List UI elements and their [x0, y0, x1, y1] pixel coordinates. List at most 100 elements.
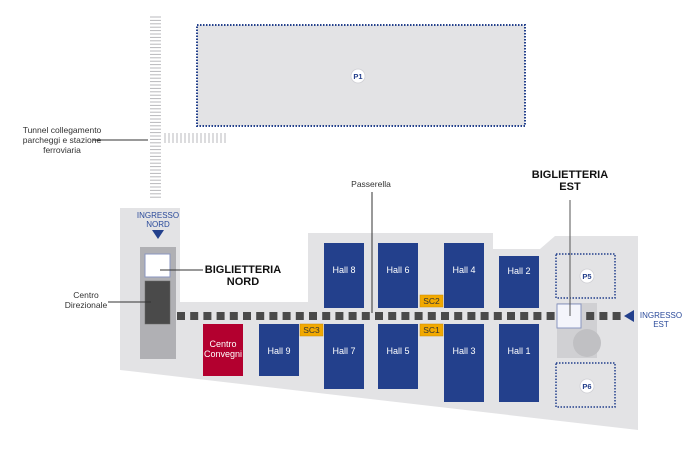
centro-convegni-line1: Centro: [209, 339, 236, 349]
hall-2-block: [499, 256, 539, 308]
sc1-label: SC1: [423, 325, 440, 335]
walkway-segment: [229, 312, 238, 320]
walkway-segment: [375, 312, 383, 320]
hall-3-label: Hall 3: [452, 346, 475, 356]
hall-3-block: [444, 324, 484, 402]
parking-p1[interactable]: P1: [196, 24, 526, 127]
sc2-label: SC2: [423, 296, 440, 306]
ingresso-est-line2: EST: [653, 320, 669, 329]
biglietteria-nord-line2: NORD: [227, 276, 259, 288]
tunnel-horizontal: [164, 133, 226, 143]
arrow-down-icon: [152, 230, 164, 239]
service-center-sc2[interactable]: SC2: [419, 294, 444, 308]
biglietteria-est-line2: EST: [559, 181, 581, 193]
centro-direzionale-line2: Direzionale: [65, 300, 108, 310]
hall-7[interactable]: Hall 7: [324, 324, 364, 389]
parking-p1-label: P1: [353, 72, 362, 81]
walkway-segment: [533, 312, 542, 320]
hall-1-block: [499, 324, 539, 402]
walkway-segment: [441, 312, 449, 320]
hall-2[interactable]: Hall 2: [499, 256, 539, 308]
walkway-segment: [507, 312, 515, 320]
walkway-segment: [520, 312, 529, 320]
biglietteria-est-line1: BIGLIETTERIA: [532, 169, 608, 181]
parking-p6[interactable]: P6: [555, 362, 616, 408]
hall-1[interactable]: Hall 1: [499, 324, 539, 402]
centro-convegni-block: [203, 324, 243, 376]
hall-9[interactable]: Hall 9: [259, 324, 299, 376]
walkway-segment: [546, 312, 555, 320]
service-center-sc3[interactable]: SC3: [299, 323, 324, 337]
walkway-segment: [467, 312, 476, 320]
parking-marker-icon: [579, 268, 595, 284]
biglietteria-nord-box[interactable]: [144, 253, 171, 278]
passerella-walkway: [177, 312, 621, 320]
tunnel-label-line2: parcheggi e stazione: [23, 135, 102, 145]
walkway-segment: [493, 312, 502, 320]
ingresso-est[interactable]: INGRESSO EST: [624, 310, 682, 329]
tunnel-label-line1: Tunnel collegamento: [23, 125, 102, 135]
hall-5-block: [378, 324, 418, 389]
hall-6-block: [378, 243, 418, 308]
walkway-segment: [348, 312, 357, 320]
hall-7-label: Hall 7: [332, 346, 355, 356]
walkway-segment: [295, 312, 304, 320]
hall-6-label: Hall 6: [386, 265, 409, 275]
walkway-segment: [203, 312, 212, 320]
walkway-segment: [414, 312, 423, 320]
hall-5[interactable]: Hall 5: [378, 324, 418, 389]
hall-1-label: Hall 1: [507, 346, 530, 356]
sc1-block: [419, 323, 444, 337]
parking-p5-label: P5: [582, 272, 591, 281]
tunnel-label-line3: ferroviaria: [43, 145, 81, 155]
sc3-label: SC3: [303, 325, 320, 335]
parking-marker-icon: [350, 68, 366, 84]
ingresso-nord-line2: NORD: [146, 220, 170, 229]
hall-5-label: Hall 5: [386, 346, 409, 356]
passerella-label: Passerella: [351, 179, 391, 189]
hall-3[interactable]: Hall 3: [444, 324, 484, 402]
walkway-segment: [612, 312, 621, 320]
walkway-segment: [480, 312, 489, 320]
walkway-segment: [282, 312, 291, 320]
walkway-segment: [309, 312, 317, 320]
walkway-segment: [177, 312, 185, 320]
walkway-segment: [190, 312, 199, 320]
hall-8-block: [324, 243, 364, 308]
walkway-segment: [256, 312, 265, 320]
parking-p6-label: P6: [582, 382, 591, 391]
walkway-segment: [361, 312, 370, 320]
centro-direzionale-line1: Centro: [73, 290, 99, 300]
hall-4[interactable]: Hall 4: [444, 243, 484, 308]
hall-4-label: Hall 4: [452, 265, 475, 275]
east-plaza-fountain: [573, 329, 601, 357]
centro-convegni[interactable]: Centro Convegni: [203, 324, 243, 376]
parking-marker-icon: [579, 378, 595, 394]
parking-p5-area: [555, 253, 616, 299]
walkway-segment: [335, 312, 344, 320]
walkway-segment: [454, 312, 463, 320]
walkway-segment: [388, 312, 397, 320]
service-center-sc1[interactable]: SC1: [419, 323, 444, 337]
parking-p6-area: [555, 362, 616, 408]
biglietteria-est-box[interactable]: [556, 303, 582, 329]
walkway-segment: [269, 312, 278, 320]
ingresso-nord[interactable]: INGRESSO NORD: [137, 211, 179, 239]
walkway-segment: [322, 312, 331, 320]
sc3-block: [299, 323, 324, 337]
hall-9-block: [259, 324, 299, 376]
walkway-segment: [586, 312, 595, 320]
hall-8[interactable]: Hall 8: [324, 243, 364, 308]
hall-4-block: [444, 243, 484, 308]
ingresso-nord-line1: INGRESSO: [137, 211, 179, 220]
parking-p5[interactable]: P5: [555, 253, 616, 299]
tunnel-label: Tunnel collegamento parcheggi e stazione…: [23, 125, 148, 155]
tunnel-vertical: [150, 16, 161, 198]
hall-6[interactable]: Hall 6: [378, 243, 418, 308]
biglietteria-nord-line1: BIGLIETTERIA: [205, 264, 281, 276]
centro-convegni-line2: Convegni: [204, 349, 242, 359]
walkway-segment: [216, 312, 225, 320]
hall-2-label: Hall 2: [507, 266, 530, 276]
sc2-block: [419, 294, 444, 308]
